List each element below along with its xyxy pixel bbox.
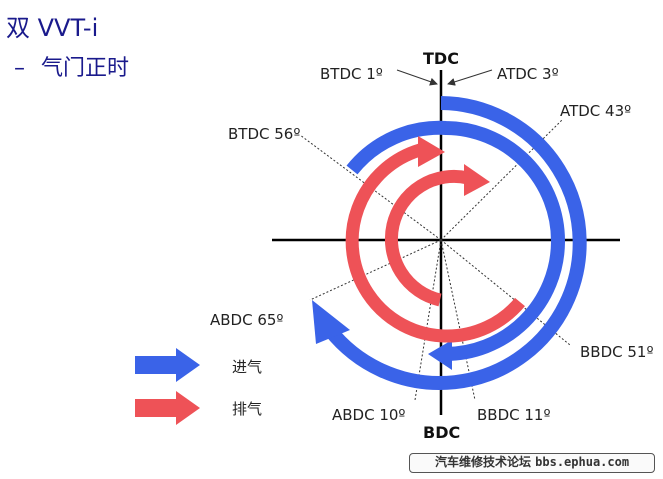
exhaust-inner-arc <box>384 169 470 307</box>
label-atdc43: ATDC 43º <box>560 102 631 120</box>
intake-outer-arrowhead <box>312 300 350 344</box>
label-bdc: BDC <box>423 423 460 442</box>
label-tdc: TDC <box>423 49 459 68</box>
page-subtitle: –气门正时 <box>14 50 129 82</box>
page-title: 双 VVT-i <box>6 14 99 42</box>
dotted-line-abdc65 <box>309 239 442 301</box>
dotted-line-btdc56 <box>299 134 442 241</box>
subtitle-text: 气门正时 <box>41 56 130 81</box>
legend-exhaust-label: 排气 <box>232 400 262 418</box>
legend: 进气 排气 <box>135 348 262 425</box>
label-abdc10: ABDC 10º <box>332 406 406 424</box>
footer-url: bbs.ephua.com <box>535 455 630 469</box>
exhaust-outer-arc <box>345 143 525 343</box>
intake-outer-arc <box>324 96 587 390</box>
legend-intake-arrow-icon <box>135 348 200 382</box>
label-abdc65: ABDC 65º <box>210 311 284 329</box>
dotted-line-atdc43 <box>440 119 563 241</box>
leader-btdc1 <box>396 69 438 86</box>
exhaust-inner-arrowhead <box>464 164 490 196</box>
label-bbdc51: BBDC 51º <box>580 343 654 361</box>
leader-atdc3 <box>447 69 493 86</box>
dotted-line-abdc10 <box>414 239 442 401</box>
intake-inner-arrowhead <box>428 340 452 370</box>
label-btdc56: BTDC 56º <box>228 125 300 143</box>
intake-inner-arc <box>346 120 565 362</box>
legend-exhaust-arrow-icon <box>135 391 200 425</box>
legend-intake-label: 进气 <box>232 358 262 376</box>
exhaust-outer-arrowhead <box>418 136 445 167</box>
label-atdc3: ATDC 3º <box>497 65 559 83</box>
footer-watermark: 汽车维修技术论坛 bbs.ephua.com <box>409 453 655 473</box>
footer-site: 汽车维修技术论坛 <box>434 455 531 469</box>
subtitle-dash: – <box>14 56 25 81</box>
label-bbdc11: BBDC 11º <box>477 406 551 424</box>
label-btdc1: BTDC 1º <box>320 65 383 83</box>
